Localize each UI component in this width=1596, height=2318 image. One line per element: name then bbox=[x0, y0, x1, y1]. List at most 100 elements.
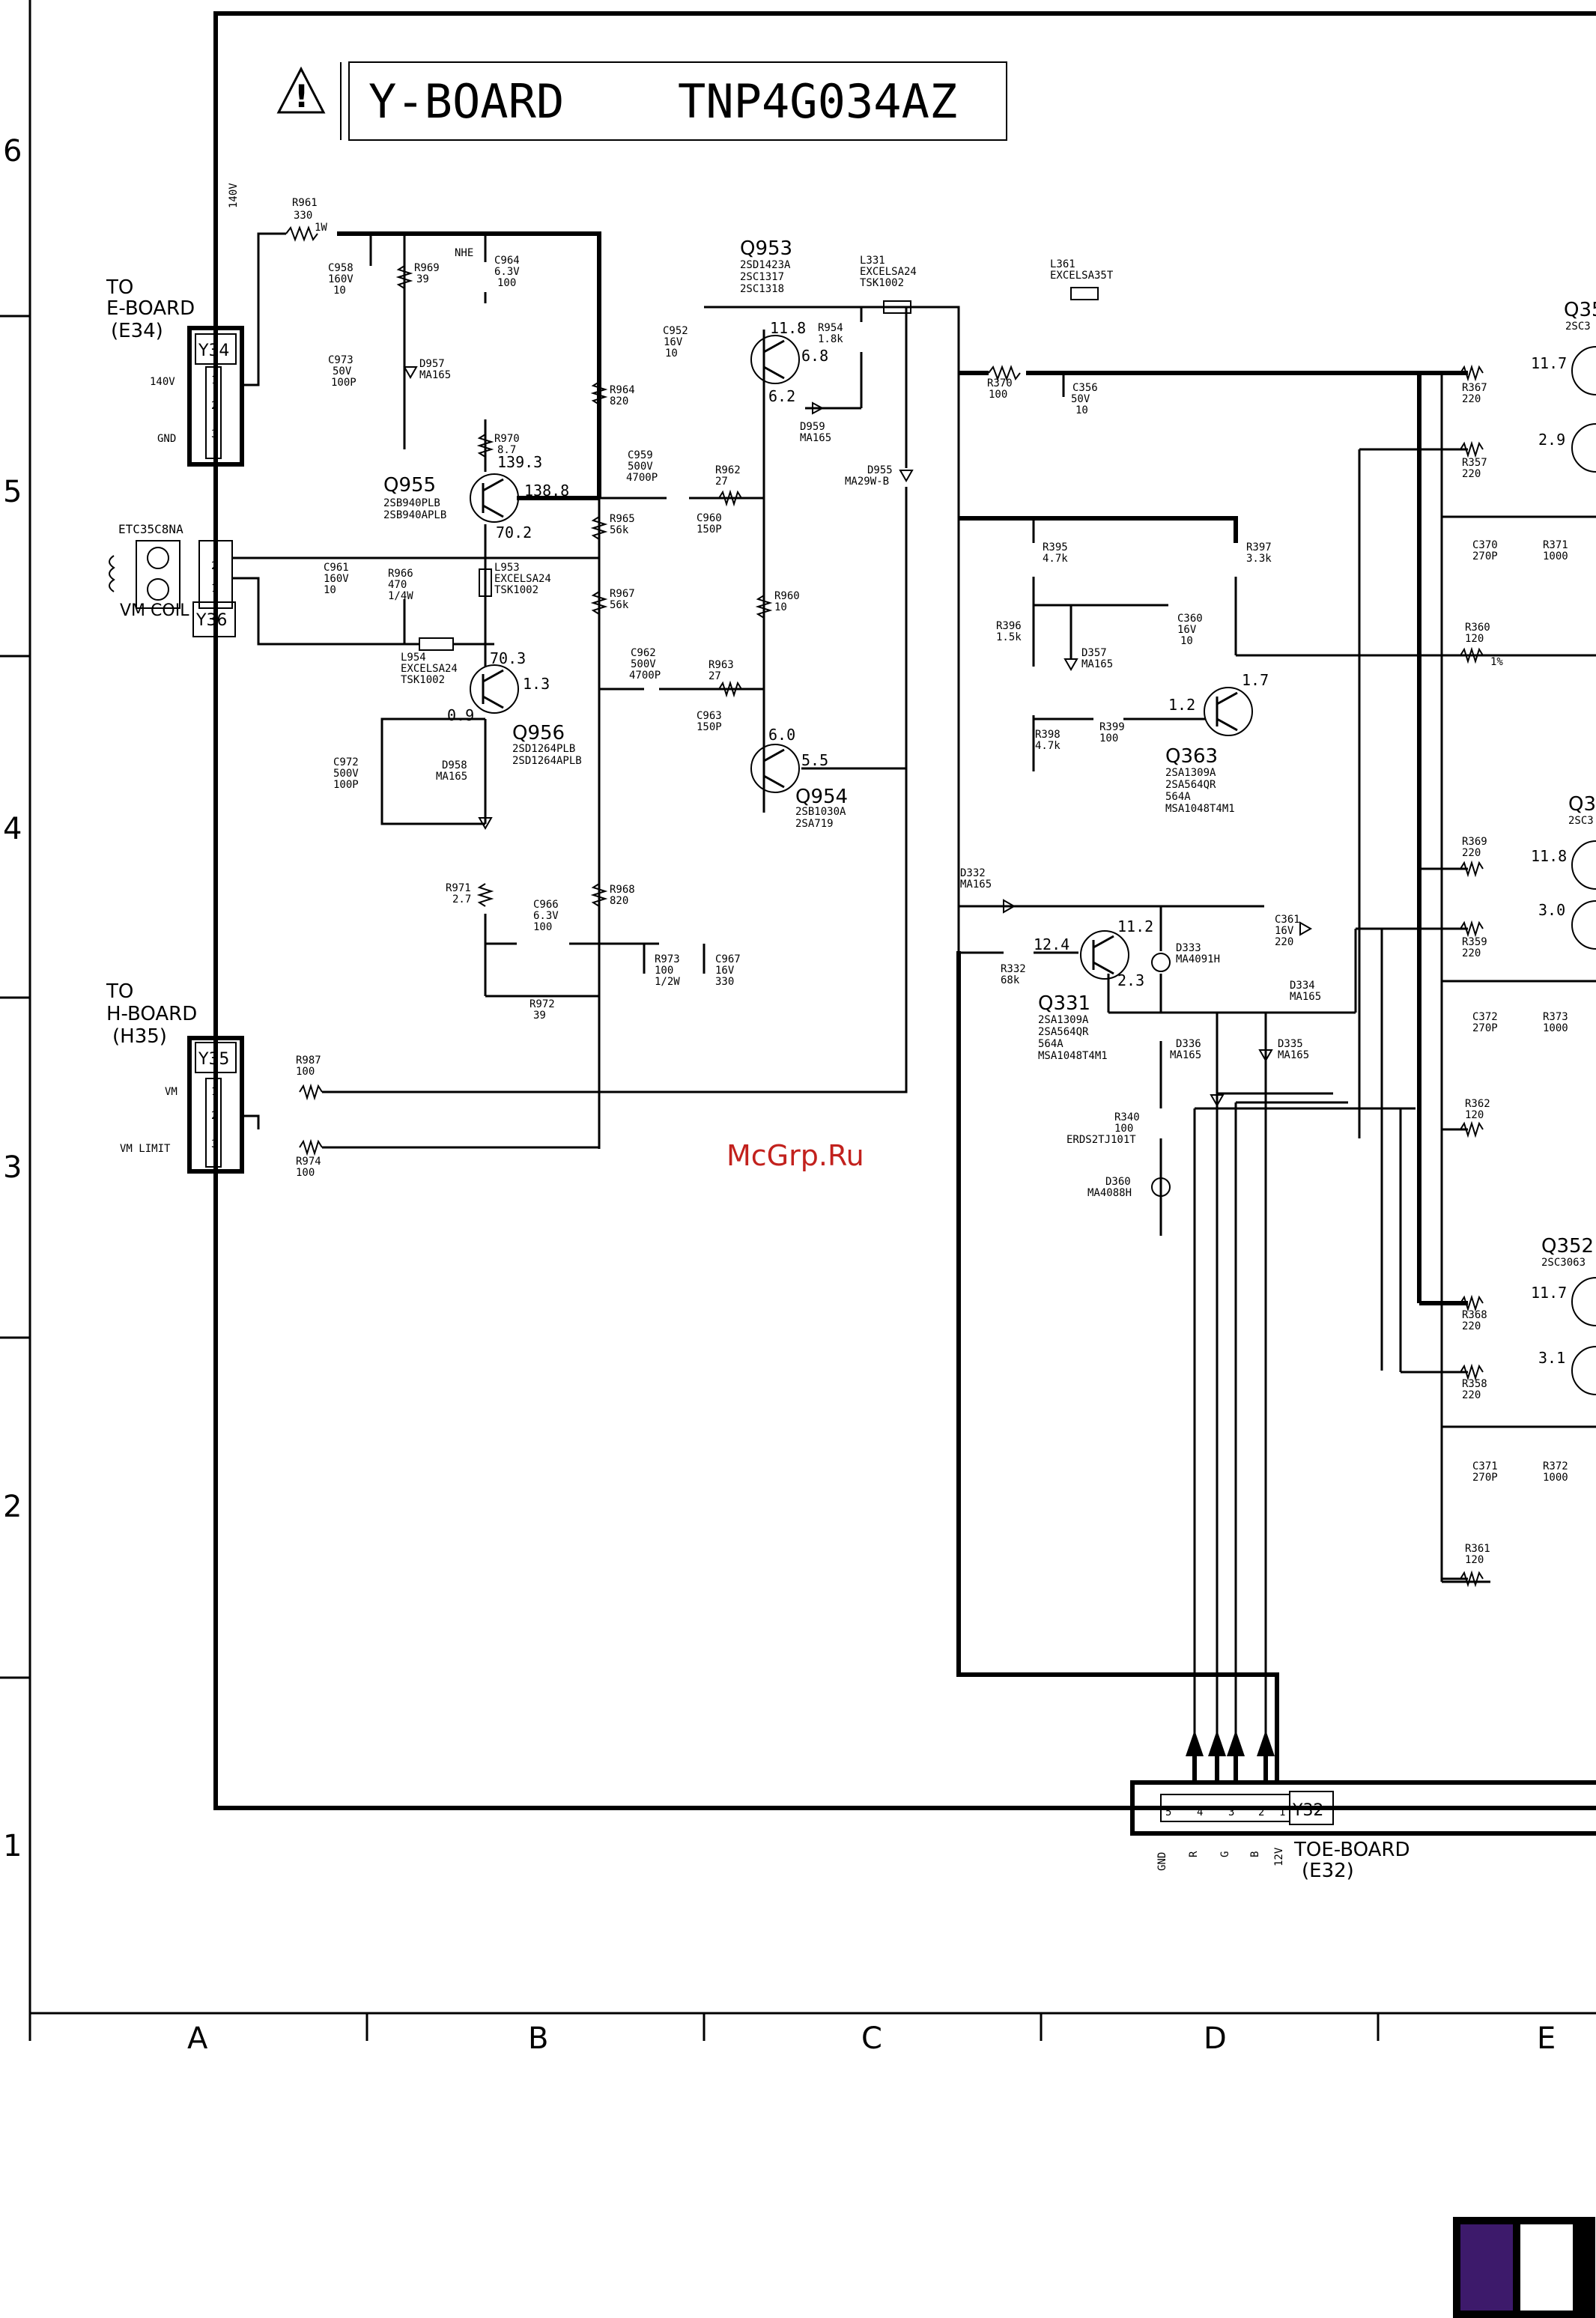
svg-text:330: 330 bbox=[294, 210, 312, 222]
svg-text:470: 470 bbox=[388, 579, 407, 591]
svg-text:C372: C372 bbox=[1472, 1011, 1498, 1023]
svg-text:R: R bbox=[1188, 1851, 1200, 1857]
connector-y35: TO H-BOARD (H35) Y35 1 2 3 VM VM LIMIT bbox=[106, 980, 244, 1174]
svg-text:C960: C960 bbox=[697, 512, 722, 524]
svg-text:2SC3: 2SC3 bbox=[1568, 815, 1594, 827]
svg-text:330: 330 bbox=[715, 976, 734, 988]
svg-text:(E32): (E32) bbox=[1302, 1860, 1354, 1882]
svg-text:2SD1264APLB: 2SD1264APLB bbox=[512, 755, 582, 767]
svg-text:G: G bbox=[1219, 1851, 1231, 1857]
svg-text:2SA719: 2SA719 bbox=[795, 818, 834, 830]
warning-icon bbox=[276, 66, 326, 114]
svg-text:R397: R397 bbox=[1246, 541, 1272, 553]
svg-text:TOE-BOARD: TOE-BOARD bbox=[1293, 1839, 1410, 1861]
svg-text:3.3k: 3.3k bbox=[1246, 553, 1272, 565]
svg-text:MA165: MA165 bbox=[436, 771, 467, 783]
svg-text:220: 220 bbox=[1462, 393, 1481, 405]
svg-text:D332: D332 bbox=[960, 867, 986, 879]
svg-text:Q352: Q352 bbox=[1541, 1235, 1594, 1257]
svg-text:R332: R332 bbox=[1001, 963, 1026, 975]
svg-text:L331: L331 bbox=[860, 255, 885, 267]
svg-text:2SD1423A: 2SD1423A bbox=[740, 259, 791, 271]
svg-text:C973: C973 bbox=[328, 354, 354, 366]
svg-text:6.3V: 6.3V bbox=[494, 266, 520, 278]
svg-text:1W: 1W bbox=[315, 222, 327, 234]
swatch-purple bbox=[1460, 2224, 1513, 2311]
svg-text:E-BOARD: E-BOARD bbox=[106, 297, 195, 320]
svg-text:Q3: Q3 bbox=[1568, 793, 1596, 816]
svg-text:C961: C961 bbox=[324, 562, 349, 574]
svg-text:C964: C964 bbox=[494, 255, 520, 267]
grid-row-6: 6 bbox=[3, 134, 22, 169]
svg-text:MA165: MA165 bbox=[1081, 658, 1113, 670]
svg-text:120: 120 bbox=[1465, 1109, 1484, 1121]
svg-text:TSK1002: TSK1002 bbox=[860, 277, 904, 289]
svg-text:1.3: 1.3 bbox=[523, 675, 550, 693]
svg-text:500V: 500V bbox=[628, 461, 653, 473]
svg-text:4.7k: 4.7k bbox=[1035, 740, 1061, 752]
svg-text:139.3: 139.3 bbox=[497, 453, 542, 471]
svg-text:MA165: MA165 bbox=[1290, 991, 1321, 1003]
svg-text:160V: 160V bbox=[324, 573, 349, 585]
svg-text:100: 100 bbox=[296, 1066, 315, 1078]
svg-text:1: 1 bbox=[1279, 1806, 1285, 1818]
svg-text:R395: R395 bbox=[1043, 541, 1068, 553]
svg-text:R969: R969 bbox=[414, 262, 440, 274]
svg-text:12V: 12V bbox=[1273, 1847, 1285, 1866]
svg-text:L954: L954 bbox=[401, 652, 426, 664]
svg-text:MSA1048T4M1: MSA1048T4M1 bbox=[1165, 803, 1235, 815]
svg-text:D336: D336 bbox=[1176, 1038, 1201, 1050]
grid-col-labels: A B C D E bbox=[187, 2021, 1556, 2056]
svg-text:R368: R368 bbox=[1462, 1309, 1487, 1321]
svg-text:Q956: Q956 bbox=[512, 722, 565, 744]
svg-text:D959: D959 bbox=[800, 421, 825, 433]
svg-text:50V: 50V bbox=[333, 365, 352, 377]
svg-text:Y35: Y35 bbox=[198, 1050, 229, 1069]
q351b-symbol bbox=[1571, 423, 1596, 473]
svg-text:R362: R362 bbox=[1465, 1098, 1490, 1110]
svg-text:2SA1309A: 2SA1309A bbox=[1165, 767, 1216, 779]
svg-text:C356: C356 bbox=[1072, 382, 1098, 394]
svg-text:Y36: Y36 bbox=[195, 611, 227, 630]
svg-text:140V: 140V bbox=[228, 183, 240, 208]
svg-text:2.7: 2.7 bbox=[452, 893, 471, 905]
svg-text:C966: C966 bbox=[533, 899, 559, 911]
svg-text:10: 10 bbox=[324, 584, 336, 596]
svg-text:VM LIMIT: VM LIMIT bbox=[120, 1143, 171, 1155]
svg-text:100: 100 bbox=[296, 1167, 315, 1179]
svg-text:ETC35C8NA: ETC35C8NA bbox=[118, 522, 183, 536]
svg-text:C361: C361 bbox=[1275, 914, 1300, 926]
svg-text:3: 3 bbox=[1228, 1806, 1234, 1818]
svg-text:2: 2 bbox=[211, 400, 217, 412]
svg-text:500V: 500V bbox=[631, 658, 656, 670]
svg-text:R360: R360 bbox=[1465, 622, 1490, 634]
svg-text:39: 39 bbox=[533, 1010, 546, 1022]
svg-text:R961: R961 bbox=[292, 197, 318, 209]
svg-text:6.3V: 6.3V bbox=[533, 910, 559, 922]
svg-text:C360: C360 bbox=[1177, 613, 1203, 625]
svg-text:NHE: NHE bbox=[455, 247, 473, 259]
svg-text:70.3: 70.3 bbox=[490, 649, 526, 667]
svg-text:MA165: MA165 bbox=[960, 879, 992, 891]
svg-text:Q363: Q363 bbox=[1165, 745, 1218, 768]
svg-text:EXCELSA24: EXCELSA24 bbox=[401, 663, 458, 675]
svg-text:270P: 270P bbox=[1472, 1022, 1498, 1034]
svg-text:140V: 140V bbox=[150, 376, 175, 388]
q955-symbol bbox=[470, 473, 519, 523]
svg-text:2SC3: 2SC3 bbox=[1565, 321, 1591, 333]
wires bbox=[232, 231, 1596, 1783]
svg-text:MA165: MA165 bbox=[1170, 1049, 1201, 1061]
svg-text:GND: GND bbox=[157, 433, 176, 445]
svg-text:4700P: 4700P bbox=[629, 670, 661, 682]
svg-text:D357: D357 bbox=[1081, 647, 1107, 659]
svg-text:2SA564QR: 2SA564QR bbox=[1165, 779, 1216, 791]
svg-text:2SD1264PLB: 2SD1264PLB bbox=[512, 743, 575, 755]
svg-text:MSA1048T4M1: MSA1048T4M1 bbox=[1038, 1050, 1108, 1062]
svg-text:820: 820 bbox=[610, 395, 628, 407]
board-border bbox=[213, 11, 1596, 1810]
q351-symbol bbox=[1571, 346, 1596, 395]
svg-text:Y34: Y34 bbox=[198, 342, 229, 360]
svg-text:R396: R396 bbox=[996, 620, 1022, 632]
svg-text:GND: GND bbox=[1156, 1852, 1168, 1871]
